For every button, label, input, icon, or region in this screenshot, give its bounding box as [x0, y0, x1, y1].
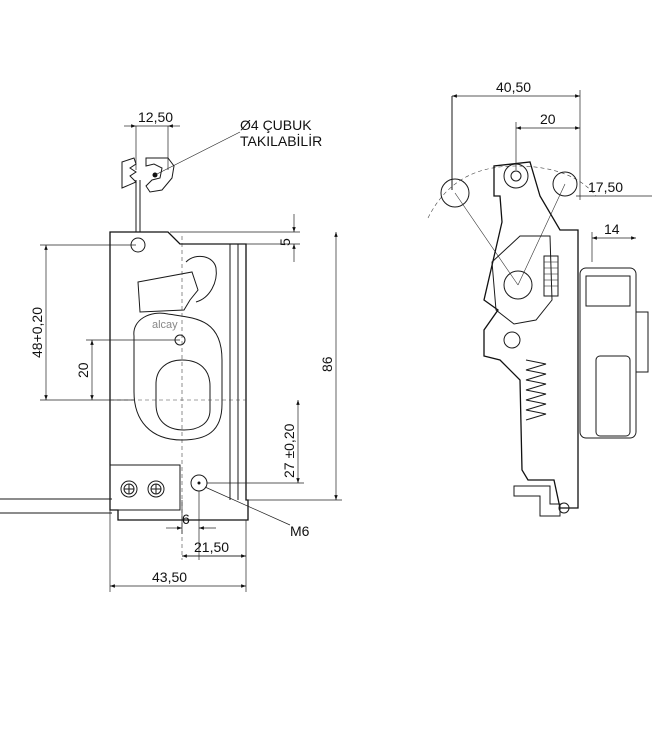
front-dimensions: 12,50 Ø4 ÇUBUK TAKILABİLİR 5 48+0,20 20 …: [29, 109, 342, 592]
side-cylinder: [595, 355, 631, 437]
front-plate-outline: [109, 231, 249, 521]
dim-48: 48+0,20: [29, 307, 45, 358]
screw-icon: [120, 480, 138, 498]
dim-43-50: 43,50: [152, 569, 187, 585]
side-housing-inner: [585, 275, 631, 307]
side-top-pin-inner: [510, 170, 522, 182]
latch-rotor: [133, 312, 223, 441]
side-bottom-bracket: [513, 485, 561, 517]
side-view: [427, 96, 649, 517]
side-housing: [579, 267, 637, 439]
latch-arm: [137, 271, 199, 313]
dim-20-front: 20: [75, 362, 91, 378]
dim-14: 14: [604, 221, 620, 237]
latch-hook: [185, 255, 217, 303]
dim-12-50: 12,50: [138, 109, 173, 125]
side-lever: [491, 235, 553, 325]
dim-27: 27 ±0,20: [281, 423, 297, 478]
dim-5: 5: [277, 238, 293, 246]
side-dimensions: 40,50 20 17,50 14: [452, 79, 652, 262]
side-lower-pivot: [503, 331, 521, 349]
swing-pin-right: [552, 171, 578, 197]
m6-hole-center: [197, 481, 201, 485]
side-spring: [525, 359, 547, 421]
side-body-outline: [483, 161, 579, 509]
dim-20-side: 20: [540, 111, 556, 127]
side-cap: [635, 311, 649, 373]
side-pivot: [503, 270, 533, 300]
brand-mark: alcay: [152, 319, 178, 331]
dim-6: 6: [182, 511, 190, 527]
rod-clip-hook: [145, 157, 175, 193]
side-gear-teeth: [544, 261, 558, 287]
front-view: alcay: [0, 157, 249, 560]
dim-40-50: 40,50: [496, 79, 531, 95]
swing-pin-left: [440, 178, 470, 208]
dim-17-50: 17,50: [588, 179, 623, 195]
callout-rod-line1: Ø4 ÇUBUK: [240, 117, 312, 133]
screw-icon: [147, 480, 165, 498]
callout-rod-line2: TAKILABİLİR: [240, 132, 322, 149]
latch-rotor-inner: [155, 359, 211, 431]
side-gear-rack: [543, 255, 559, 297]
dim-86: 86: [319, 356, 335, 372]
rod-clip: [121, 157, 137, 189]
side-bottom-hole: [558, 502, 570, 514]
dim-21-50: 21,50: [194, 539, 229, 555]
front-foot-plate: [109, 464, 181, 511]
thread-label-m6: M6: [290, 523, 310, 539]
